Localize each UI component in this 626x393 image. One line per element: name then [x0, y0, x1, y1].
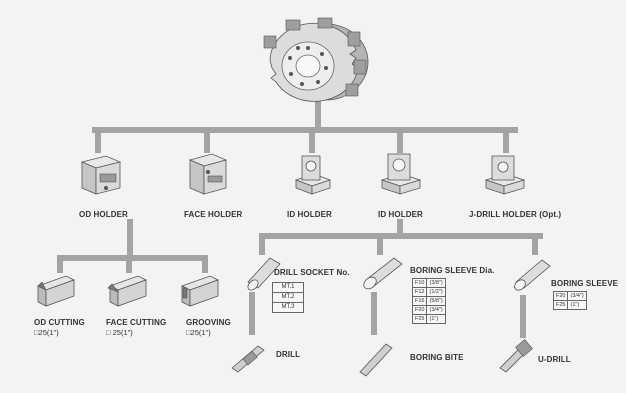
drill-socket-icon — [247, 257, 281, 291]
id-holder-label: ID HOLDER — [287, 210, 332, 219]
table-cell: (5/8") — [426, 296, 446, 306]
drill-socket-label: DRILL SOCKET No. — [274, 268, 350, 277]
table-cell: (1") — [567, 300, 587, 310]
table-cell: F25 — [411, 314, 428, 324]
face-cutting-label: FACE CUTTING — [106, 318, 167, 327]
face-cutting-size: □ 25(1") — [106, 328, 133, 337]
id-holder-2-label: ID HOLDER — [378, 210, 423, 219]
boring-sleeve-icon — [514, 259, 551, 291]
boring-sleeve-label: BORING SLEEVE — [551, 279, 619, 288]
turret-illustration — [263, 17, 369, 102]
table-cell: (3/8") — [426, 278, 446, 288]
id-holder-2-icon — [380, 153, 422, 195]
table-row: F10(3/8") — [411, 278, 446, 288]
table-cell: (3/4") — [567, 291, 587, 301]
table-cell: F10 — [411, 278, 428, 288]
table-cell: F12 — [411, 287, 428, 297]
table-row: F20(3/4") — [411, 305, 446, 315]
table-row: F16(5/8") — [411, 296, 446, 306]
table-row: MT.2 — [272, 292, 304, 303]
table-cell: F25 — [552, 300, 569, 310]
table-row: MT.3 — [272, 302, 304, 313]
table-row: F25(1") — [411, 314, 446, 324]
od-cutting-tool-icon — [36, 275, 76, 307]
table-cell: F20 — [552, 291, 569, 301]
drill-label: DRILL — [276, 350, 301, 359]
table-row: F20(3/4") — [552, 291, 587, 301]
table-cell: F20 — [411, 305, 428, 315]
drill-icon — [231, 345, 265, 373]
od-holder-label: OD HOLDER — [79, 210, 128, 219]
face-holder-icon — [188, 153, 228, 195]
boring-sleeve-table: F20(3/4") F25(1") — [552, 291, 587, 310]
u-drill-label: U-DRILL — [538, 355, 571, 364]
boring-sleeve-dia-label: BORING SLEEVE Dia. — [410, 266, 495, 275]
grooving-label: GROOVING — [186, 318, 231, 327]
table-row: F12(1/2") — [411, 287, 446, 297]
table-cell: (1/2") — [426, 287, 446, 297]
drill-socket-table: MT.1 MT.2 MT.3 — [272, 282, 304, 313]
od-cutting-size: □25(1") — [34, 328, 59, 337]
table-row: F25(1") — [552, 300, 587, 310]
boring-bite-icon — [359, 343, 393, 377]
grooving-size: □25(1") — [186, 328, 211, 337]
table-cell: MT.1 — [272, 282, 304, 293]
j-drill-holder-label: J-DRILL HOLDER (Opt.) — [469, 210, 562, 219]
table-cell: MT.2 — [272, 292, 304, 303]
j-drill-holder-icon — [484, 155, 526, 195]
u-drill-icon — [499, 339, 533, 373]
boring-bite-label: BORING BITE — [410, 353, 464, 362]
table-cell: (1") — [426, 314, 446, 324]
id-holder-icon — [294, 155, 332, 195]
boring-sleeve-dia-table: F10(3/8") F12(1/2") F16(5/8") F20(3/4") … — [411, 278, 446, 324]
table-cell: F16 — [411, 296, 428, 306]
table-cell: MT.3 — [272, 302, 304, 313]
boring-sleeve-dia-icon — [363, 257, 403, 290]
table-row: MT.1 — [272, 282, 304, 293]
face-holder-label: FACE HOLDER — [184, 210, 243, 219]
table-cell: (3/4") — [426, 305, 446, 315]
face-cutting-tool-icon — [107, 275, 148, 307]
od-cutting-label: OD CUTTING — [34, 318, 85, 327]
od-holder-icon — [80, 155, 122, 195]
grooving-tool-icon — [180, 275, 220, 307]
